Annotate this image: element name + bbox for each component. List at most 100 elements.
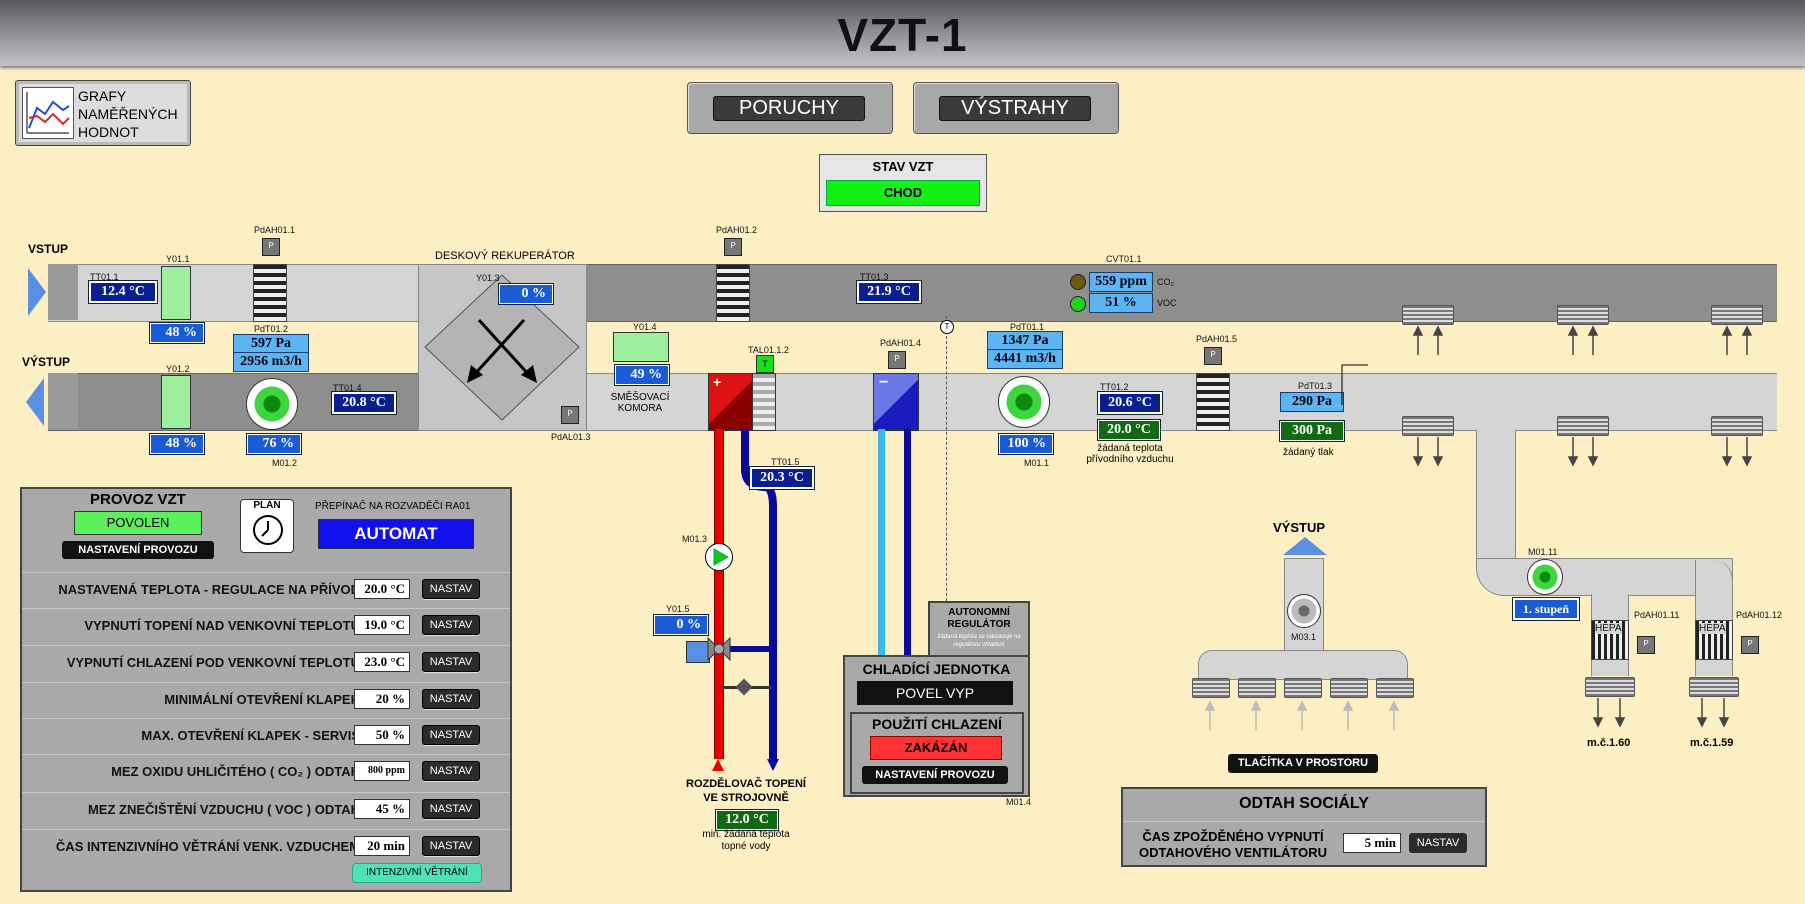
set-button[interactable]: NASTAV <box>422 615 480 635</box>
cooling-command[interactable]: POVEL VYP <box>857 681 1013 705</box>
pressure-tap-line <box>1341 364 1368 405</box>
m01-1-value[interactable]: 100 % <box>999 434 1053 454</box>
fan-m01-1-icon[interactable] <box>998 376 1050 428</box>
distributor-label-1: ROZDĚLOVAČ TOPENÍ <box>686 778 806 790</box>
fan-m01-2-icon[interactable] <box>246 378 298 430</box>
pdt01-1-flow[interactable]: 4441 m3/h <box>987 349 1063 369</box>
operation-settings-button[interactable]: NASTAVENÍ PROVOZU <box>62 541 214 559</box>
intensive-ventilation-button[interactable]: INTENZIVNÍ VĚTRÁNÍ <box>352 863 482 883</box>
damper-y01-2[interactable] <box>161 375 191 429</box>
graphs-button[interactable]: GRAFY NAMĚŘENÝCH HODNOT <box>15 80 191 146</box>
setting-value[interactable]: 20 min <box>354 836 410 856</box>
pressure-switch-pdah01-4-icon: P <box>888 351 906 369</box>
tt01-4-value[interactable]: 20.8 °C <box>332 392 396 414</box>
pdt01-2-pa[interactable]: 597 Pa <box>233 334 309 354</box>
tt01-2-value[interactable]: 20.6 °C <box>1098 392 1162 414</box>
setting-value[interactable]: 20.0 °C <box>354 579 410 599</box>
heater-coil: + <box>708 373 754 431</box>
cooling-usage-value[interactable]: ZAKÁZÁN <box>870 736 1002 760</box>
damper-y01-1[interactable] <box>161 266 191 320</box>
y01-1-value[interactable]: 48 % <box>150 323 204 343</box>
pressure-setpoint-value[interactable]: 300 Pa <box>1280 421 1344 441</box>
min-water-temp-value[interactable]: 12.0 °C <box>716 810 778 830</box>
faults-panel: PORUCHY <box>687 82 893 134</box>
room-grille-1 <box>1585 677 1635 697</box>
pdt01-2-flow[interactable]: 2956 m3/h <box>233 352 309 372</box>
control-line <box>946 316 947 606</box>
y01-4-value[interactable]: 49 % <box>615 365 669 385</box>
room-1-label: m.č.1.60 <box>1587 737 1631 749</box>
m01-11-stage[interactable]: 1. stupeň <box>1513 598 1579 620</box>
setting-label: MAX. OTEVŘENÍ KLAPEK - SERVIS <box>141 728 360 743</box>
cooling-usage-box: POUŽITÍ CHLAZENÍ ZAKÁZÁN NASTAVENÍ PROVO… <box>850 712 1024 794</box>
operation-panel: PROVOZ VZT POVOLEN NASTAVENÍ PROVOZU PLÁ… <box>20 487 512 892</box>
setting-value[interactable]: 45 % <box>354 799 410 819</box>
switch-value: AUTOMAT <box>318 519 474 549</box>
switch-label: PŘEPÍNAČ NA ROZVADĚČI RA01 <box>315 501 471 512</box>
filter-pdah01-5 <box>1196 373 1230 431</box>
cvt01-1-tag: CVT01.1 <box>1106 254 1142 264</box>
graphs-label-2: NAMĚŘENÝCH <box>78 106 178 122</box>
fan-m03-1-icon[interactable] <box>1287 594 1321 628</box>
m01-2-value[interactable]: 76 % <box>247 434 301 454</box>
faults-button[interactable]: PORUCHY <box>713 96 865 121</box>
social-label: ČAS ZPOŽDĚNÉHO VYPNUTÍ ODTAHOVÉHO VENTIL… <box>1133 829 1333 861</box>
tt01-1-value[interactable]: 12.4 °C <box>89 281 157 303</box>
clock-icon <box>253 515 283 545</box>
heating-return-pipe <box>769 540 777 759</box>
setting-label: MEZ OXIDU UHLIČITÉHO ( CO₂ ) ODTAH <box>111 764 360 779</box>
y01-4-tag: Y01.4 <box>633 322 657 332</box>
set-button[interactable]: NASTAV <box>422 579 480 599</box>
heating-supply-pipe <box>714 429 724 759</box>
set-button[interactable]: NASTAV <box>422 689 480 709</box>
supply-setpoint-label-2: přívodního vzduchu <box>1086 454 1174 465</box>
pressure-switch-pdah01-11-icon: P <box>1637 636 1655 654</box>
setting-row: ČAS INTENZIVNÍHO VĚTRÁNÍ VENK. VZDUCHEM … <box>22 829 510 866</box>
room-btn-grille-2 <box>1238 678 1276 698</box>
y01-1-tag: Y01.1 <box>166 254 190 264</box>
social-delay-value[interactable]: 5 min <box>1343 833 1401 853</box>
pressure-switch-pdah01-12-icon: P <box>1741 636 1759 654</box>
three-way-valve-icon <box>706 636 732 662</box>
room-buttons-button[interactable]: TLAČÍTKA V PROSTORU <box>1228 754 1378 773</box>
pdt01-1-pa[interactable]: 1347 Pa <box>987 331 1063 351</box>
y01-2-value[interactable]: 48 % <box>150 434 204 454</box>
pressure-switch-pdah01-5-icon: P <box>1204 347 1222 365</box>
co2-value[interactable]: 559 ppm <box>1089 272 1153 292</box>
set-button[interactable]: NASTAV <box>422 836 480 856</box>
social-set-button[interactable]: NASTAV <box>1409 833 1467 853</box>
vystup-arrow-icon <box>26 378 44 426</box>
pressure-setpoint-label: žádaný tlak <box>1283 447 1334 458</box>
pdt01-3-value[interactable]: 290 Pa <box>1280 392 1344 412</box>
operation-state[interactable]: POVOLEN <box>74 511 202 535</box>
set-button[interactable]: NASTAV <box>422 725 480 745</box>
distributor-label-2: VE STROJOVNĚ <box>703 792 789 804</box>
setting-value[interactable]: 50 % <box>354 725 410 745</box>
voc-value[interactable]: 51 % <box>1089 293 1153 313</box>
cooling-settings-button[interactable]: NASTAVENÍ PROVOZU <box>862 766 1008 784</box>
setting-value[interactable]: 800 ppm <box>354 761 410 781</box>
fan-m01-11-icon[interactable] <box>1527 559 1563 595</box>
damper-y01-4[interactable] <box>613 332 669 362</box>
pump-m01-3-icon[interactable] <box>705 543 733 571</box>
warnings-button[interactable]: VÝSTRAHY <box>939 96 1091 121</box>
setting-value[interactable]: 20 % <box>354 689 410 709</box>
pressure-switch-pdah01-1-icon: P <box>262 238 280 256</box>
airflow-arrows <box>1412 325 1753 467</box>
room-btn-grille-4 <box>1330 678 1368 698</box>
supply-setpoint-value[interactable]: 20.0 °C <box>1098 420 1160 440</box>
set-button[interactable]: NASTAV <box>422 652 480 672</box>
set-button[interactable]: NASTAV <box>422 761 480 781</box>
cooling-unit-title: CHLADÍCÍ JEDNOTKA <box>862 661 1011 677</box>
tt01-3-value[interactable]: 21.9 °C <box>857 281 921 303</box>
setting-label: ČAS INTENZIVNÍHO VĚTRÁNÍ VENK. VZDUCHEM <box>55 839 360 854</box>
setting-value[interactable]: 23.0 °C <box>354 652 410 672</box>
plan-button[interactable]: PLÁN <box>240 499 294 553</box>
tt01-5-value[interactable]: 20.3 °C <box>750 467 814 489</box>
setting-value[interactable]: 19.0 °C <box>354 615 410 635</box>
thermostat-icon: T <box>940 320 954 334</box>
set-button[interactable]: NASTAV <box>422 799 480 819</box>
pdah01-1-tag: PdAH01.1 <box>254 225 296 235</box>
y01-3-value[interactable]: 0 % <box>499 284 553 304</box>
y01-5-value[interactable]: 0 % <box>654 615 708 635</box>
